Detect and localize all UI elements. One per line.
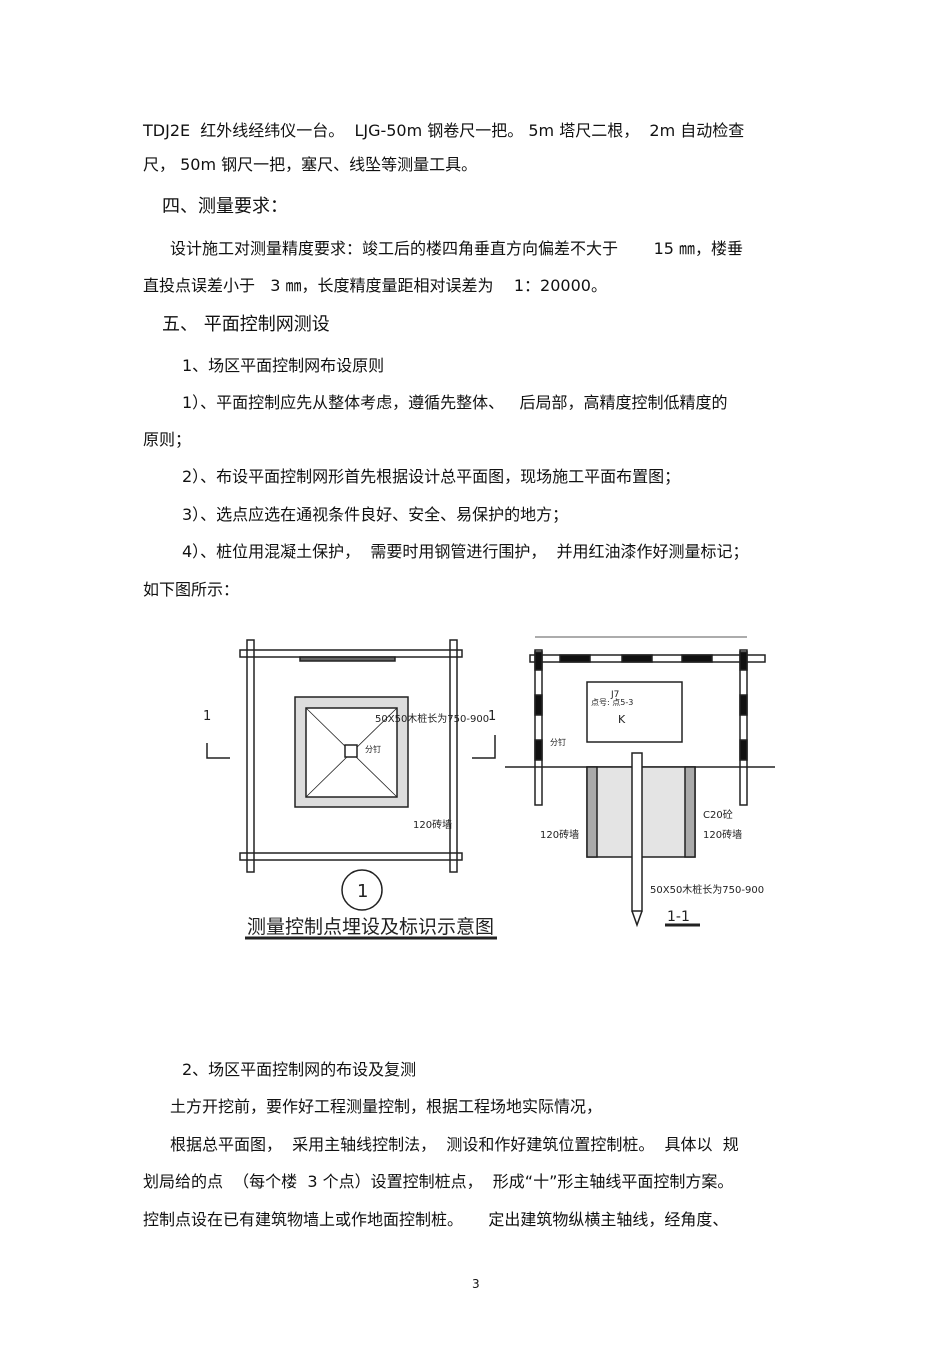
section-wall-left: 120砖墙 [540,828,579,841]
section-stake-label: 50X50木桩长为750-900 [650,883,764,896]
section-mark-left: 1 [203,709,211,724]
stake-label: 50X50木桩长为750-900 [375,712,489,725]
axis-k-label: K [618,713,626,726]
point-label: 点号: 点5-3 [591,698,633,707]
axis-j-label: J7 [610,690,619,700]
survey-control-point-figure: 1 1 50X50木桩长为750-900 分钉 120砖墙 1 测量控制点埋设及… [203,636,775,940]
section-heading: 四、测量要求： [162,196,288,217]
text-line: 4）、桩位用混凝土保护， 需要时用钢管进行围护， 并用红油漆作好测量标记； [182,542,749,561]
text-line: 尺， 50m 钢尺一把，塞尺、线坠等测量工具。 [143,155,478,174]
section-heading: 五、 平面控制网测设 [162,314,330,335]
plan-view [206,639,497,940]
nail-label: 分钉 [365,744,381,754]
page-number: 3 [472,1277,480,1291]
text-line: 直投点误差小于 3 ㎜，长度精度量距相对误差为 1：20000。 [143,276,607,295]
text-line: 3）、选点应选在通视条件良好、安全、易保护的地方； [182,505,569,524]
text-line: 控制点设在已有建筑物墙上或作地面控制桩。 定出建筑物纵横主轴线，经角度、 [143,1210,729,1229]
text-line: 2）、布设平面控制网形首先根据设计总平面图，现场施工平面布置图； [182,467,681,486]
section-mark-right: 1 [488,709,496,724]
subheading: 1、场区平面控制网布设原则 [182,356,385,375]
section-wall-right: 120砖墙 [703,828,742,841]
section-nail-label: 分钉 [550,737,566,747]
text-line: TDJ2E 红外线经纬仪一台。 LJG-50m 钢卷尺一把。 5m 塔尺二根， … [143,121,745,140]
text-line: 根据总平面图， 采用主轴线控制法， 测设和作好建筑位置控制桩。 具体以 规 [170,1135,739,1154]
text-line: 原则； [143,430,192,449]
text-line: 土方开挖前，要作好工程测量控制，根据工程场地实际情况， [170,1097,603,1116]
text-line: 1）、平面控制应先从整体考虑，遵循先整体、 后局部，高精度控制低精度的 [182,393,728,412]
section-title: 1-1 [667,909,690,925]
wall-label: 120砖墙 [413,818,452,831]
plan-number: 1 [357,881,368,902]
figure-caption: 测量控制点埋设及标识示意图 [247,916,494,938]
text-line: 划局给的点 （每个楼 3 个点）设置控制桩点， 形成“十”形主轴线平面控制方案。 [143,1172,734,1191]
text-line: 如下图所示： [143,580,240,599]
section-view [505,636,775,928]
subheading: 2、场区平面控制网的布设及复测 [182,1060,417,1079]
text-line: 设计施工对测量精度要求：竣工后的楼四角垂直方向偏差不大于 15 ㎜，楼垂 [170,239,744,258]
concrete-label: C20砼 [703,808,733,821]
